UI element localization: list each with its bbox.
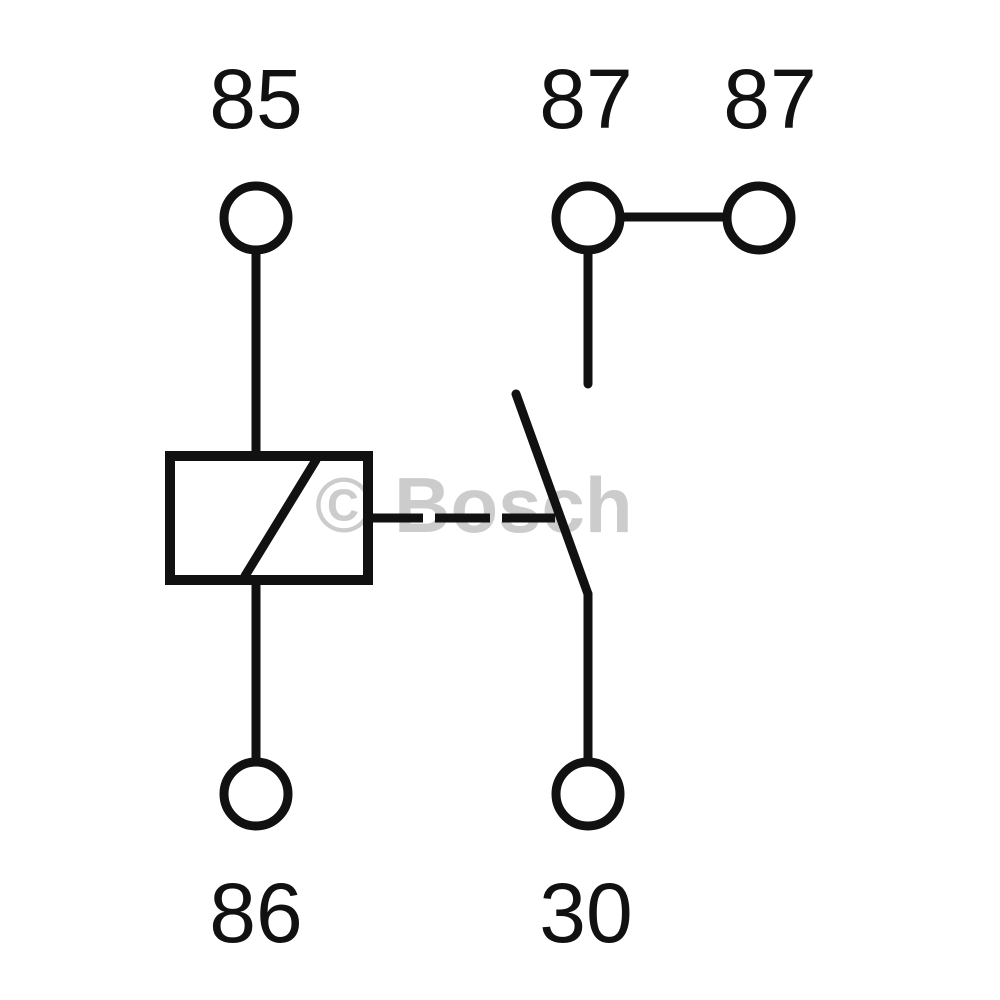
coil-diagonal	[240, 455, 321, 581]
label-85: 85	[209, 52, 302, 146]
label-86: 86	[209, 866, 302, 960]
watermark: © Bosch	[315, 461, 633, 549]
label-30: 30	[539, 866, 632, 960]
terminal-30	[551, 757, 625, 831]
terminal-86	[219, 757, 293, 831]
label-87a: 87	[539, 52, 632, 146]
switch-blade	[511, 389, 593, 599]
label-87b: 87	[723, 52, 816, 146]
terminal-87b	[722, 181, 796, 255]
terminal-87a	[551, 181, 625, 255]
terminal-85	[219, 181, 293, 255]
